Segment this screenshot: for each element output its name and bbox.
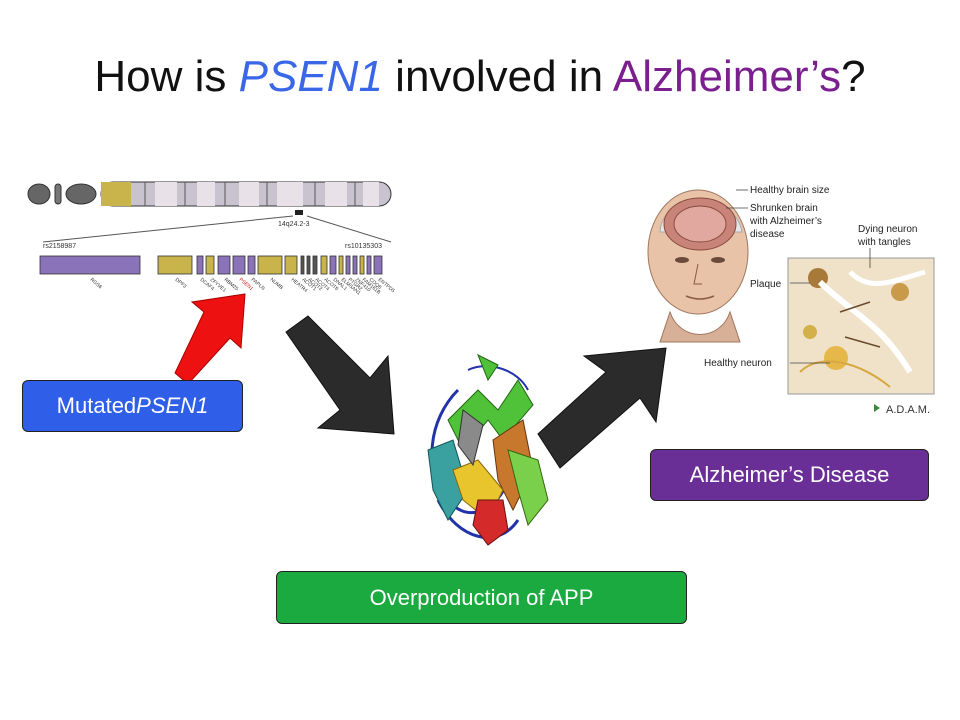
gene-blocks <box>39 255 383 275</box>
overproduction-app-box: Overproduction of APP <box>276 571 687 624</box>
title-suffix: ? <box>841 52 866 101</box>
marker-left-label: rs2158987 <box>43 243 76 250</box>
label-plaque: Plaque <box>750 279 782 290</box>
app-protein-structure <box>427 353 549 546</box>
brain-disease-illustration: Healthy brain size Shrunken brain with A… <box>647 185 935 416</box>
mutated-prefix: Mutated <box>56 393 137 418</box>
mutated-psen1-box: Mutated PSEN1 <box>22 380 243 432</box>
marker-right-label: rs10135303 <box>345 243 382 250</box>
neuron-panel <box>787 257 935 395</box>
chromosome-ideogram <box>27 181 392 243</box>
label-shrunken-2: with Alzheimer’s <box>749 216 822 227</box>
label-healthy-brain: Healthy brain size <box>750 185 830 196</box>
mutated-gene: PSEN1 <box>136 393 209 418</box>
band-label: 14q24.2-3 <box>278 221 310 228</box>
title-middle: involved in <box>382 52 613 101</box>
adam-logo-icon <box>874 404 880 412</box>
red-arrow <box>174 293 246 385</box>
label-shrunken-1: Shrunken brain <box>750 203 818 214</box>
title-disease: Alzheimer’s <box>612 52 842 101</box>
gene-label: RGS6 <box>89 277 103 290</box>
arrow-down-right <box>285 315 395 435</box>
title-gene: PSEN1 <box>238 52 383 101</box>
adam-credit: A.D.A.M. <box>886 404 930 416</box>
arrow-up-right <box>537 347 667 469</box>
label-shrunken-3: disease <box>750 229 785 240</box>
label-dying-1: Dying neuron <box>858 224 917 235</box>
alzheimers-disease-box: Alzheimer’s Disease <box>650 449 929 501</box>
gene-label: NUMB <box>269 277 285 291</box>
label-dying-2: with tangles <box>857 237 911 248</box>
label-healthy-neuron: Healthy neuron <box>704 358 772 369</box>
leader-lines <box>726 189 871 364</box>
slide-title: How is PSEN1 involved in Alzheimer’s? <box>0 52 960 102</box>
title-prefix: How is <box>94 52 239 101</box>
head-illustration <box>647 189 749 343</box>
